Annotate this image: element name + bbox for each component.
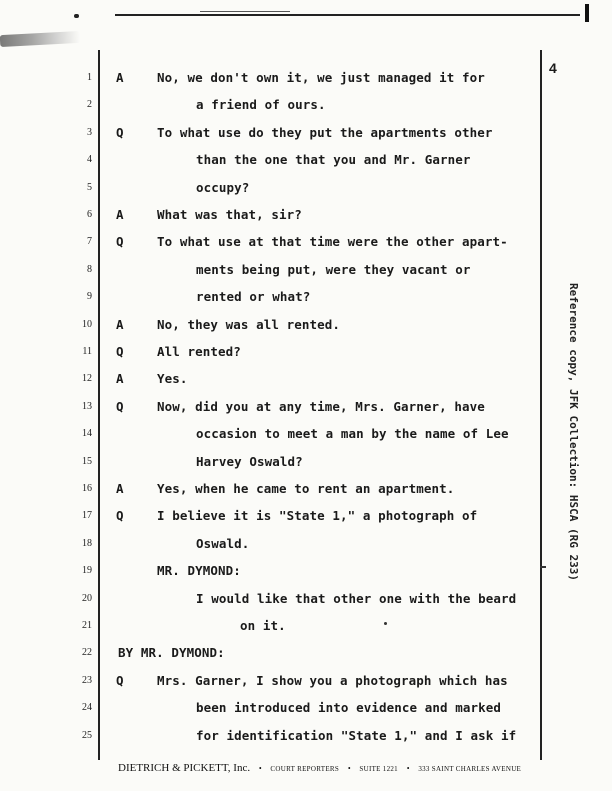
line-number: 14: [82, 428, 92, 440]
line-number: 19: [82, 565, 92, 577]
footer-address: 333 SAINT CHARLES AVENUE: [418, 765, 522, 773]
line-number: 13: [82, 400, 92, 412]
speaker-label: Q: [116, 234, 124, 250]
footer-role: COURT REPORTERS: [270, 765, 340, 773]
line-number: 21: [82, 620, 92, 631]
line-number: 16: [82, 483, 92, 494]
speaker-label: Q: [116, 124, 124, 140]
footer-firm: DIETRICH & PICKETT, Inc.: [118, 762, 251, 774]
line-number: 8: [87, 263, 92, 275]
transcript-line: for identification "State 1," and I ask …: [196, 727, 517, 743]
margin-mark: [540, 566, 546, 568]
ink-dot: [74, 14, 79, 18]
line-number: 23: [82, 674, 92, 686]
transcript-line: Mrs. Garner, I show you a photograph whi…: [157, 672, 508, 688]
transcript-line: on it.: [240, 618, 286, 633]
footer: DIETRICH & PICKETT, Inc. • COURT REPORTE…: [118, 762, 522, 774]
transcript-line: To what use at that time were the other …: [157, 234, 508, 250]
footer-suite: SUITE 1221: [359, 765, 398, 773]
line-number: 24: [82, 702, 92, 714]
transcript-line: To what use do they put the apartments o…: [157, 124, 493, 140]
line-number: 20: [82, 592, 92, 604]
transcript-line: a friend of ours.: [196, 97, 326, 113]
speaker-label: A: [116, 316, 124, 332]
speaker-label: A: [116, 70, 124, 85]
transcript-line: ments being put, were they vacant or: [196, 261, 471, 277]
line-number: 10: [82, 318, 92, 330]
speaker-label: Q: [116, 398, 124, 414]
transcript-line: occupy?: [196, 179, 250, 195]
transcript-line: than the one that you and Mr. Garner: [196, 152, 471, 168]
line-number: 6: [87, 209, 92, 220]
line-number: 4: [87, 154, 92, 166]
transcript-line: No, they was all rented.: [157, 316, 341, 332]
line-number: 11: [82, 346, 92, 357]
top-rule-faint: [200, 11, 290, 12]
speaker-label: Q: [116, 508, 124, 524]
speaker-label: A: [116, 207, 124, 222]
speaker-label: A: [116, 371, 124, 387]
transcript-line: Now, did you at any time, Mrs. Garner, h…: [157, 398, 485, 414]
line-number: 18: [82, 537, 92, 549]
line-number: 3: [87, 126, 92, 138]
transcript-line: I would like that other one with the bea…: [196, 590, 517, 606]
transcript-line: Harvey Oswald?: [196, 453, 303, 469]
top-rule: [115, 14, 580, 16]
line-number: 15: [82, 455, 92, 467]
line-number: 5: [87, 181, 92, 193]
scan-smudge: [0, 30, 81, 48]
transcript-line: Oswald.: [196, 535, 250, 551]
transcript-line: MR. DYMOND:: [157, 563, 241, 579]
transcript-line: All rented?: [157, 344, 241, 359]
right-margin-rule: [540, 50, 542, 760]
ink-speck: [384, 622, 387, 625]
line-number: 2: [87, 99, 92, 111]
line-number: 9: [87, 291, 92, 303]
transcript-line: No, we don't own it, we just managed it …: [157, 70, 485, 85]
transcript-line: occasion to meet a man by the name of Le…: [196, 426, 509, 442]
page-number: 4: [549, 60, 557, 76]
transcript-line: been introduced into evidence and marked: [196, 700, 502, 716]
speaker-label: A: [116, 481, 124, 496]
line-number: 25: [82, 729, 92, 741]
top-corner-mark: [585, 4, 589, 22]
line-number: 7: [87, 236, 92, 248]
line-number: 17: [82, 510, 92, 522]
transcript-line: What was that, sir?: [157, 207, 302, 222]
line-number: 12: [82, 373, 92, 385]
transcript-line: Yes, when he came to rent an apartment.: [157, 481, 455, 496]
transcript-line: rented or what?: [196, 289, 311, 305]
left-margin-rule: [98, 50, 100, 760]
archive-reference-note: Reference copy, JFK Collection: HSCA (RG…: [567, 283, 580, 582]
transcript-line: I believe it is "State 1," a photograph …: [157, 508, 478, 524]
line-number: 1: [87, 72, 92, 83]
line-number: 22: [82, 647, 92, 659]
speaker-label: Q: [116, 672, 124, 688]
transcript-line: Yes.: [157, 371, 188, 387]
transcript-line: BY MR. DYMOND:: [118, 645, 225, 661]
speaker-label: Q: [116, 344, 124, 359]
